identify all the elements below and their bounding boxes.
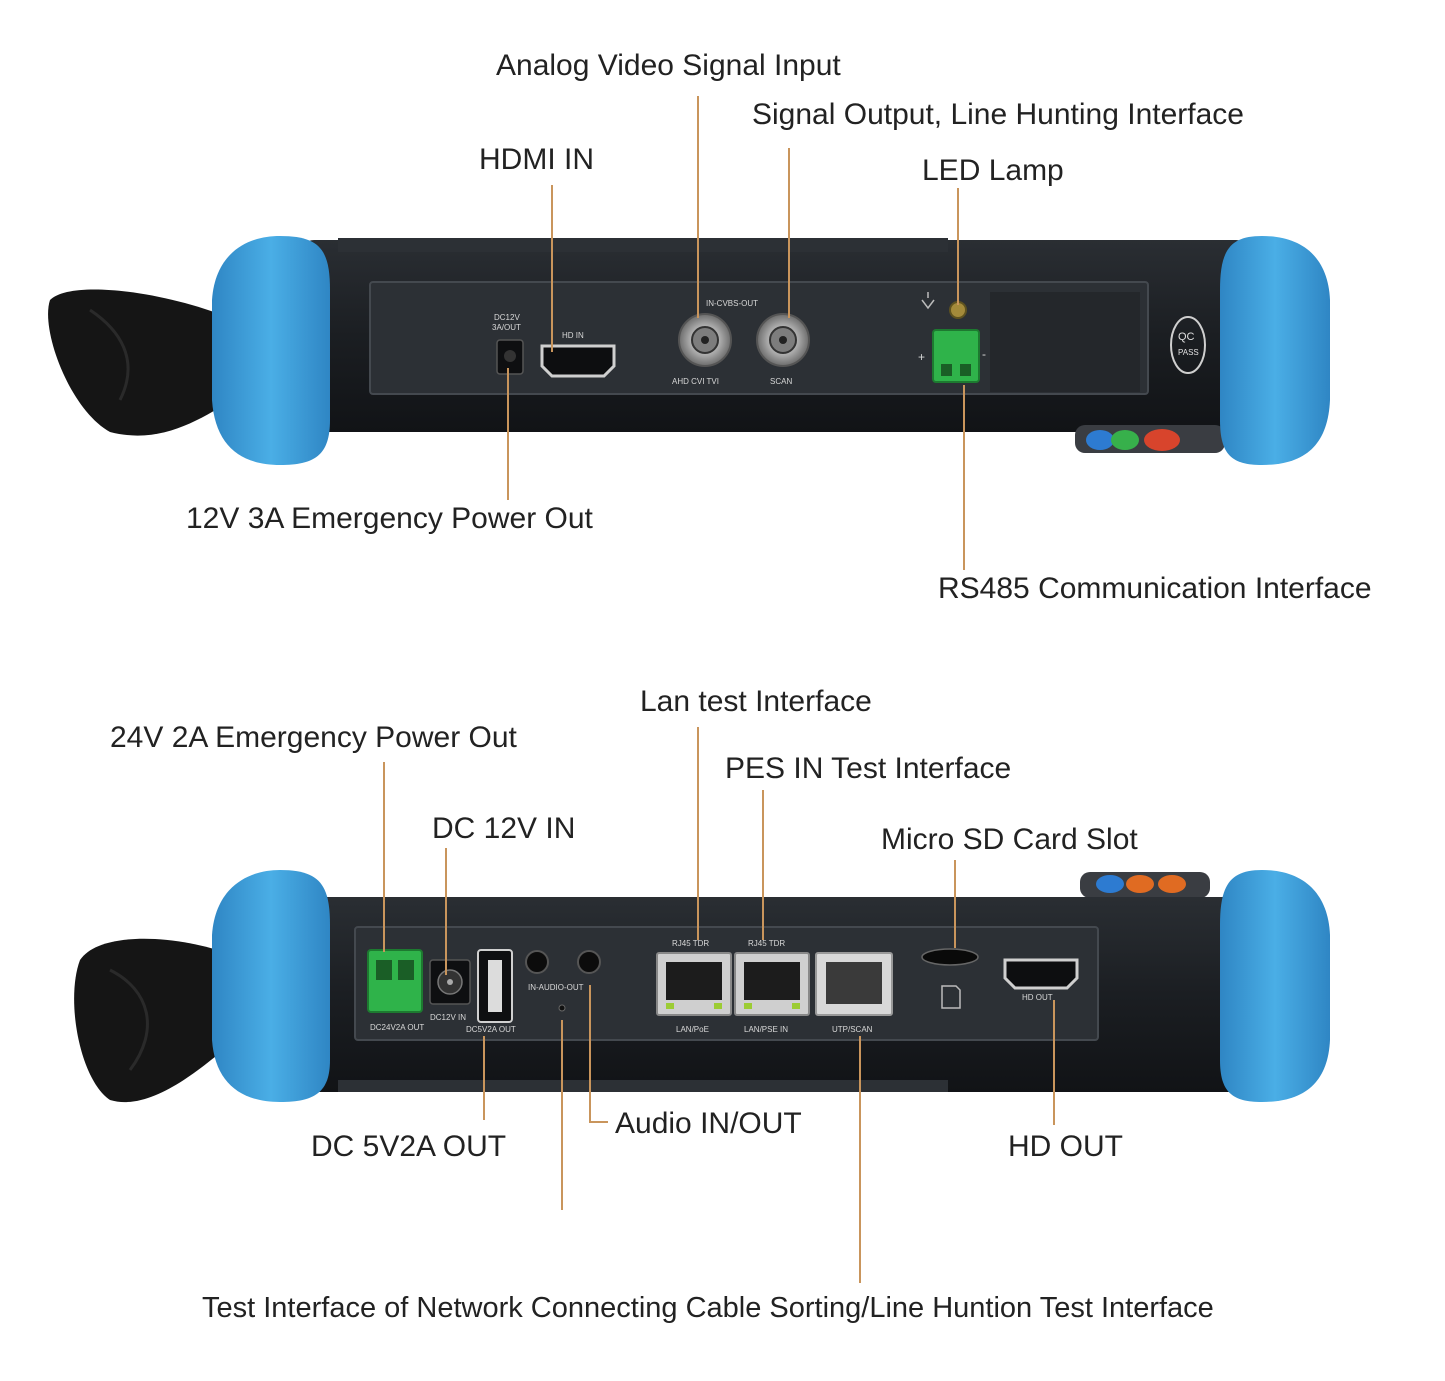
label-analog-video-input: Analog Video Signal Input (496, 49, 841, 82)
rj45-lan-pse-port: RJ45 TDR LAN/PSE IN (734, 939, 810, 1034)
label-hdmi-in: HDMI IN (479, 143, 594, 176)
rj45-utp-scan-port: UTP/SCAN (815, 952, 893, 1034)
sd-card-icon (941, 985, 961, 1009)
top-left-bumper (212, 236, 330, 465)
label-hd-out: HD OUT (1008, 1130, 1123, 1163)
bottom-top-buttons (1080, 872, 1210, 898)
rs485-terminal: + - (918, 329, 986, 383)
svg-text:IN-AUDIO-OUT: IN-AUDIO-OUT (528, 983, 584, 992)
svg-text:PASS: PASS (1178, 348, 1199, 357)
top-hdmi-in-port: HD IN (540, 331, 616, 378)
svg-text:HD OUT: HD OUT (1022, 993, 1053, 1002)
label-audio-in-out: Audio IN/OUT (615, 1107, 802, 1140)
bottom-labels: 24V 2A Emergency Power Out DC 12V IN Lan… (110, 685, 1214, 1324)
bottom-right-bumper (1220, 870, 1330, 1102)
dc24v-terminal: DC24V2A OUT (367, 949, 424, 1032)
label-micro-sd: Micro SD Card Slot (881, 823, 1138, 856)
label-12v-power-out: 12V 3A Emergency Power Out (186, 502, 594, 535)
label-dc-12v-in: DC 12V IN (432, 812, 575, 845)
svg-text:RJ45 TDR: RJ45 TDR (672, 939, 709, 948)
label-dc-5v-out: DC 5V2A OUT (311, 1130, 506, 1163)
top-side-buttons (1075, 425, 1225, 453)
svg-text:DC24V2A OUT: DC24V2A OUT (370, 1023, 424, 1032)
svg-text:LAN/PoE: LAN/PoE (676, 1025, 709, 1034)
top-dc-jack: DC12V 3A/OUT (492, 313, 524, 375)
label-pes-in: PES IN Test Interface (725, 752, 1011, 785)
top-device: QC PASS DC12V 3A/OUT HD IN IN-CVBS-OUT A… (48, 236, 1330, 465)
svg-text:RJ45 TDR: RJ45 TDR (748, 939, 785, 948)
bottom-wrist-strap (74, 938, 236, 1103)
svg-text:-: - (982, 347, 986, 361)
usb-port: DC5V2A OUT (466, 949, 516, 1034)
svg-text:UTP/SCAN: UTP/SCAN (832, 1025, 873, 1034)
svg-text:LAN/PSE IN: LAN/PSE IN (744, 1025, 788, 1034)
leader-audio (589, 985, 608, 1123)
qc-pass-badge: QC PASS (1170, 316, 1206, 374)
svg-text:SCAN: SCAN (770, 377, 792, 386)
label-led-lamp: LED Lamp (922, 154, 1064, 187)
top-wrist-strap (48, 289, 235, 436)
label-24v-power-out: 24V 2A Emergency Power Out (110, 721, 518, 754)
audio-jacks: IN-AUDIO-OUT (525, 950, 601, 1012)
bottom-left-bumper (212, 870, 330, 1102)
micro-sd-slot (921, 948, 979, 1009)
label-rs485: RS485 Communication Interface (938, 572, 1372, 605)
svg-text:DC12V: DC12V (494, 313, 520, 322)
dc12v-in-jack: DC12V IN (429, 959, 471, 1022)
bottom-device: DC24V2A OUT DC12V IN DC5V2A OUT IN-AUDIO… (74, 870, 1330, 1103)
svg-text:+: + (918, 350, 925, 364)
svg-text:DC5V2A OUT: DC5V2A OUT (466, 1025, 516, 1034)
hdmi-out-port: HD OUT (1003, 958, 1079, 1002)
top-right-bumper (1220, 236, 1330, 465)
top-leader-lines (507, 96, 965, 570)
bottom-leader-lines (383, 727, 1055, 1283)
svg-text:DC12V IN: DC12V IN (430, 1013, 466, 1022)
svg-text:3A/OUT: 3A/OUT (492, 323, 521, 332)
rj45-lan-poe-port: RJ45 TDR LAN/PoE (656, 939, 732, 1034)
label-signal-output: Signal Output, Line Hunting Interface (752, 98, 1244, 131)
svg-text:AHD CVI TVI: AHD CVI TVI (672, 377, 719, 386)
bnc-connector-scan-out (756, 313, 810, 367)
svg-text:QC: QC (1178, 331, 1195, 343)
top-labels: Analog Video Signal Input Signal Output,… (186, 49, 1372, 605)
label-cable-sorting: Test Interface of Network Connecting Cab… (202, 1292, 1214, 1324)
svg-text:IN-CVBS-OUT: IN-CVBS-OUT (706, 299, 758, 308)
bnc-connector-cvbs-in (678, 313, 732, 367)
svg-text:HD IN: HD IN (562, 331, 584, 340)
label-lan-test: Lan test Interface (640, 685, 872, 718)
